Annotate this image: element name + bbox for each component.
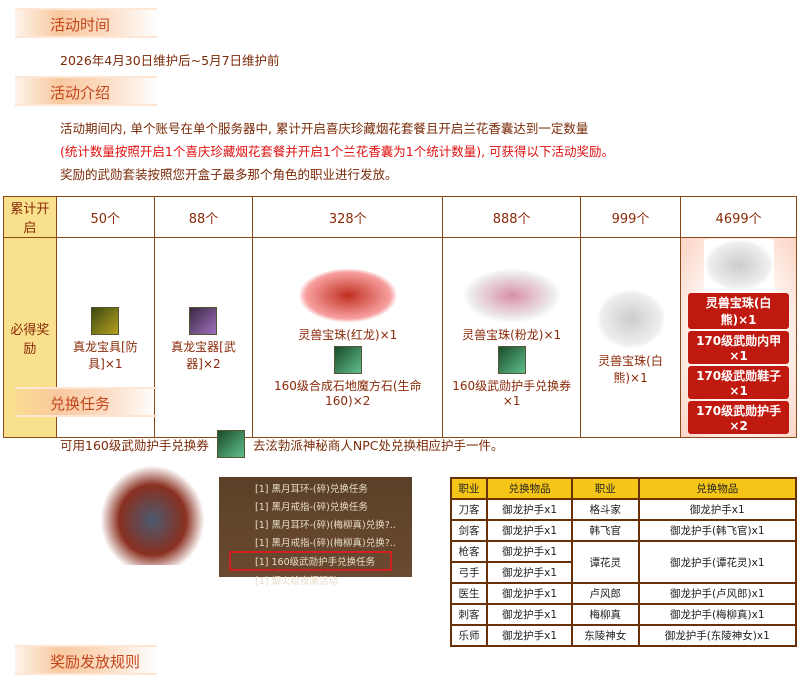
weapon-item-icon	[189, 306, 218, 335]
pink-dragon-mount-image	[461, 267, 562, 323]
tier: 4699个	[680, 196, 797, 238]
header: 兑换物品	[637, 477, 797, 500]
tier: 999个	[579, 196, 682, 238]
reward-label: 灵兽宝珠(红龙)×1	[298, 327, 398, 342]
quest-item: [1] 黑月戒指-(碎)(梅柳真)兑换?..	[255, 538, 396, 549]
cell: 剑客	[449, 519, 489, 542]
reward-cell: 真龙宝器[武器]×2	[153, 237, 254, 438]
tier: 328个	[252, 196, 444, 238]
red-dragon-mount-image	[297, 267, 398, 323]
section-header-exchange: 兑换任务	[15, 387, 157, 417]
cell: 御龙护手x1	[486, 540, 574, 563]
cell: 御龙护手(东陵神女)x1	[637, 624, 797, 647]
cell: 御龙护手(韩飞官)x1	[637, 519, 797, 542]
cell: 御龙护手(卢风郎)x1	[637, 582, 797, 605]
cell: 韩飞官	[571, 519, 640, 542]
header: 兑换物品	[486, 477, 574, 500]
reward-label: 170级武勋内甲×1	[688, 331, 789, 364]
quest-item: [1] 烟火绘夜阑活动	[255, 576, 338, 587]
cell: 御龙护手x1	[486, 519, 574, 542]
cell: 御龙护手(梅柳真)x1	[637, 603, 797, 626]
cell: 御龙护手x1	[637, 498, 797, 521]
intro-line-highlight: (统计数量按照开启1个喜庆珍藏烟花套餐并开启1个兰花香囊为1个统计数量), 可获…	[60, 144, 615, 159]
reward-cell: 灵兽宝珠(白熊)×1	[579, 237, 682, 438]
intro-line: 奖励的武勋套装按照您开盒子最多那个角色的职业进行发放。	[60, 167, 398, 182]
exchange-text-pre: 可用160级武勋护手兑换券	[60, 437, 209, 453]
cell: 弓手	[449, 561, 489, 584]
quest-item: [1] 黑月耳环-(碎)(梅柳真)兑换?..	[255, 520, 396, 531]
reward-cell: 灵兽宝珠(粉龙)×1 160级武勋护手兑换券×1	[442, 237, 581, 438]
reward-label: 160级合成石地魔方石(生命160)×2	[273, 378, 422, 408]
cell: 格斗家	[571, 498, 640, 521]
cell: 乐师	[449, 624, 489, 647]
tier: 888个	[442, 196, 581, 238]
reward-table: 累计开启 50个 88个 328个 888个 999个 4699个 必得奖励 真…	[3, 196, 797, 438]
time-text: 2026年4月30日维护后~5月7日维护前	[60, 53, 280, 68]
cell: 御龙护手x1	[486, 561, 574, 584]
voucher-item-icon	[497, 345, 526, 374]
cell: 刺客	[449, 603, 489, 626]
cell: 御龙护手x1	[486, 582, 574, 605]
header: 职业	[571, 477, 640, 500]
section-header-rules: 奖励发放规则	[15, 645, 157, 675]
cell: 医生	[449, 582, 489, 605]
reward-label: 真龙宝器[武器]×2	[171, 339, 236, 371]
cell: 谭花灵	[571, 540, 640, 584]
reward-label: 真龙宝具[防具]×1	[72, 339, 138, 371]
intro-line: 活动期间内, 单个账号在单个服务器中, 累计开启喜庆珍藏烟花套餐且开启兰花香囊达…	[60, 121, 589, 136]
cell: 枪客	[449, 540, 489, 563]
cell: 东陵神女	[571, 624, 640, 647]
reward-label: 160级武勋护手兑换券×1	[452, 378, 572, 408]
white-bear-mount-image	[595, 289, 666, 349]
npc-merchant-image	[100, 465, 205, 565]
cell: 御龙护手x1	[486, 603, 574, 626]
white-bear-mount-image	[703, 239, 774, 291]
row-label: 累计开启	[3, 196, 57, 238]
tier: 50个	[55, 196, 155, 238]
reward-label: 灵兽宝珠(白熊)×1	[688, 293, 789, 329]
cell: 御龙护手(谭花灵)x1	[637, 540, 797, 584]
quest-item-highlighted: [1] 160级武勋护手兑换任务	[229, 551, 392, 571]
reward-cell: 灵兽宝珠(红龙)×1 160级合成石地魔方石(生命160)×2	[252, 237, 444, 438]
reward-label: 170级武勋护手×2	[688, 401, 789, 434]
section-header-intro: 活动介绍	[15, 76, 157, 106]
header: 职业	[449, 477, 489, 500]
voucher-icon	[216, 430, 245, 458]
tier: 88个	[153, 196, 254, 238]
cell: 梅柳真	[571, 603, 640, 626]
armor-item-icon	[91, 306, 120, 335]
cell: 刀客	[449, 498, 489, 521]
reward-label: 170级武勋鞋子×1	[688, 366, 789, 399]
reward-label: 灵兽宝珠(粉龙)×1	[462, 327, 562, 342]
exchange-text-post: 去泫勃派神秘商人NPC处兑换相应护手一件。	[252, 437, 504, 453]
exchange-text: 可用160级武勋护手兑换券 去泫勃派神秘商人NPC处兑换相应护手一件。	[60, 430, 503, 458]
stone-item-icon	[333, 345, 362, 374]
section-header-time: 活动时间	[15, 8, 157, 38]
quest-item: [1] 黑月戒指-(碎)兑换任务	[255, 502, 368, 513]
cell: 御龙护手x1	[486, 498, 574, 521]
quest-list-screenshot: [1] 黑月耳环-(碎)兑换任务 [1] 黑月戒指-(碎)兑换任务 [1] 黑月…	[219, 477, 412, 587]
quest-item: [1] 黑月耳环-(碎)兑换任务	[255, 484, 368, 495]
cell: 卢风郎	[571, 582, 640, 605]
reward-label: 灵兽宝珠(白熊)×1	[598, 354, 663, 385]
cell: 御龙护手x1	[486, 624, 574, 647]
